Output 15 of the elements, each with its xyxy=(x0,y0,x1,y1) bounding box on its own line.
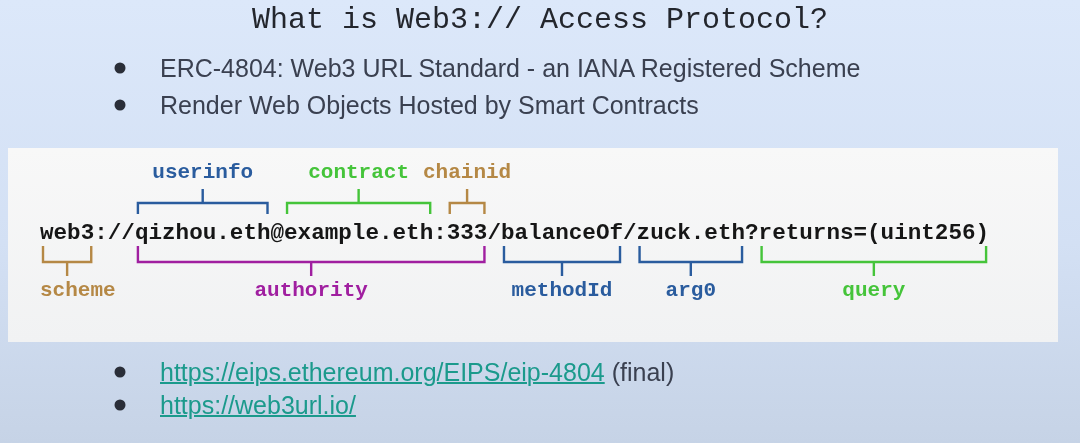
slide-title: What is Web3:// Access Protocol? xyxy=(250,3,830,37)
link: https://web3url.io/ xyxy=(160,390,356,420)
url-text: web3://qizhou.eth@example.eth:333/balanceOf/zuck.eth?returns=(uint256) xyxy=(40,220,990,246)
part-label: methodId xyxy=(511,279,613,303)
part-label: query xyxy=(842,279,906,303)
part-label: contract xyxy=(308,161,410,185)
part-label: scheme xyxy=(40,279,116,303)
part-label: chainid xyxy=(423,161,512,185)
status-note: (final) xyxy=(611,357,675,387)
part-label: authority xyxy=(254,279,368,303)
part-label: userinfo xyxy=(152,161,254,185)
link: https://eips.ethereum.org/EIPS/eip-4804 xyxy=(160,357,605,387)
part-label: arg0 xyxy=(665,279,716,303)
bullet-text: Render Web Objects Hosted by Smart Contracts xyxy=(160,90,699,120)
bullet-text: ERC-4804: Web3 URL Standard - an IANA Registered Scheme xyxy=(160,53,861,83)
